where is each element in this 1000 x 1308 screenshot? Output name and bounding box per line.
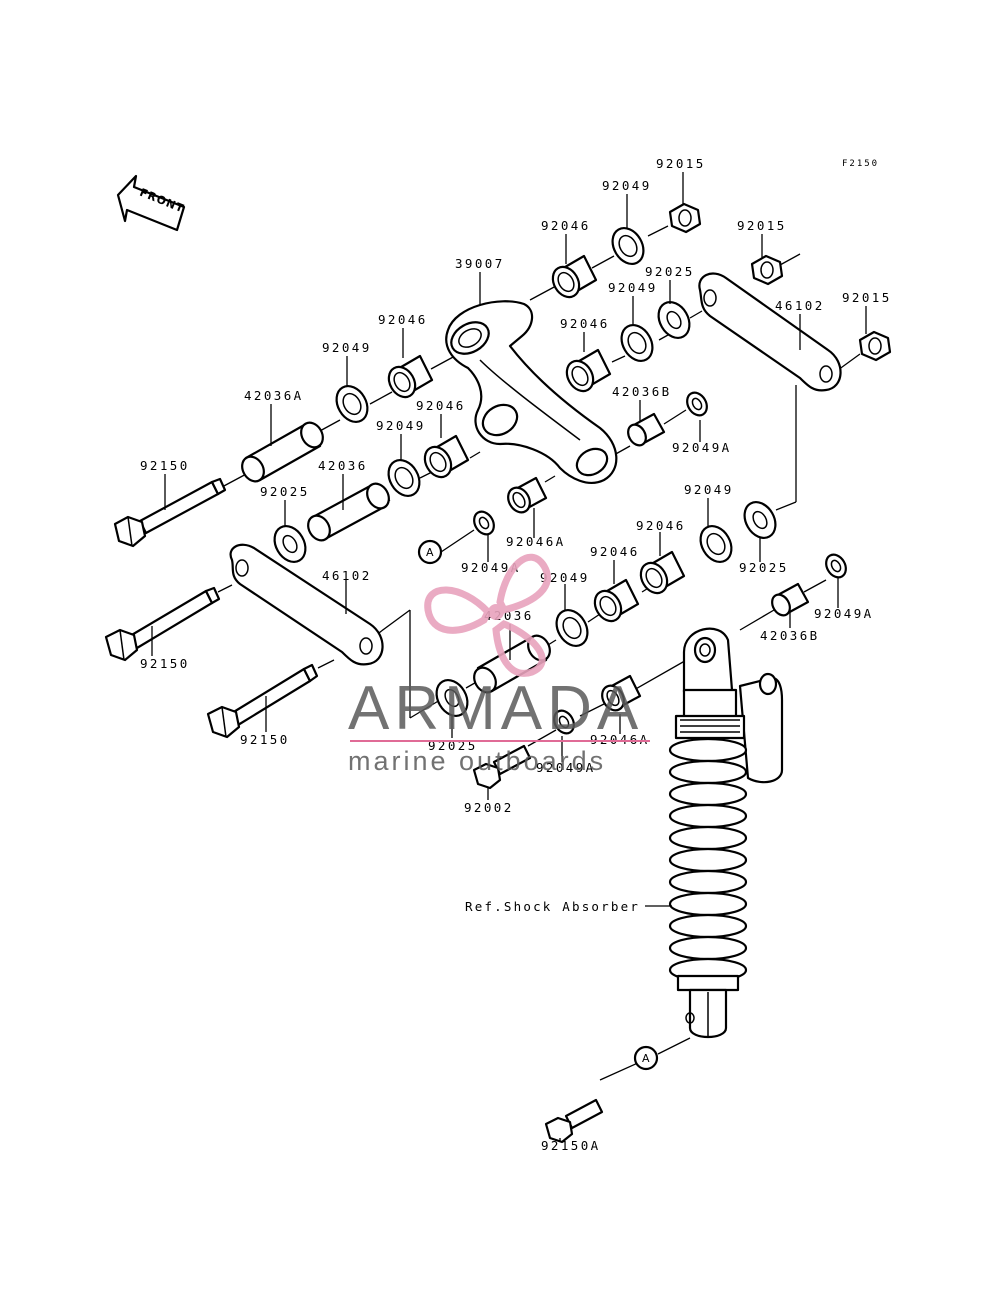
bearing-92046A-set (507, 476, 642, 712)
label-92049-left: 92049 (322, 340, 372, 355)
label-92049-lower: 92049 (540, 570, 590, 585)
label-92049-top: 92049 (602, 178, 652, 193)
propeller-logo-icon (424, 553, 551, 677)
label-92046A-upper: 92046A (506, 534, 566, 549)
label-92015-top: 92015 (656, 156, 706, 171)
label-92015-right: 92015 (842, 290, 892, 305)
label-42036A: 42036A (244, 388, 304, 403)
label-92049A-mid: 92049A (461, 560, 521, 575)
label-92049-upper: 92049 (608, 280, 658, 295)
watermark-tagline: marine outboards (348, 746, 606, 776)
label-92046A-lower: 92046A (590, 732, 650, 747)
label-92025-left: 92025 (260, 484, 310, 499)
label-92002: 92002 (464, 800, 514, 815)
label-92025-top: 92025 (645, 264, 695, 279)
callout-a-upper: A (417, 539, 443, 565)
watermark-brand: ARMADA (348, 674, 643, 743)
svg-text:A: A (426, 546, 434, 559)
washer-92025-set (273, 301, 777, 717)
diagram-code: F2150 (842, 159, 879, 169)
label-46102-lower: 46102 (322, 568, 372, 583)
part-labels: 92015 92049 92046 92015 39007 92025 9204… (140, 156, 892, 1153)
bolt-92150-lower (206, 663, 319, 739)
callout-a-lower: A (633, 1045, 659, 1071)
label-92046-right: 92046 (636, 518, 686, 533)
bearing-92046-set (387, 254, 686, 623)
label-92046-mid: 92046 (416, 398, 466, 413)
tie-rod-46102-upper (698, 272, 842, 392)
label-92049A-upper: 92049A (672, 440, 732, 455)
label-92015-mid: 92015 (737, 218, 787, 233)
label-92046-left: 92046 (378, 312, 428, 327)
collar-42036B-set (627, 412, 810, 617)
seal-92049-set (335, 227, 733, 647)
label-92046-center: 92046 (560, 316, 610, 331)
label-42036B-lower: 42036B (760, 628, 820, 643)
armada-watermark: ARMADA marine outboards (348, 553, 650, 776)
label-46102-upper: 46102 (775, 298, 825, 313)
label-ref-shock-absorber: Ref.Shock Absorber (465, 899, 640, 914)
label-92150A: 92150A (541, 1138, 601, 1153)
label-92049A-lower: 92049A (536, 760, 596, 775)
label-92046-top: 92046 (541, 218, 591, 233)
rocker-arm-39007 (445, 300, 618, 485)
label-42036-upper: 42036 (318, 458, 368, 473)
label-92049A-right: 92049A (814, 606, 874, 621)
label-92049-right: 92049 (684, 482, 734, 497)
svg-text:A: A (642, 1052, 650, 1065)
label-92049-mid: 92049 (376, 418, 426, 433)
sleeve-42036-upper (307, 482, 390, 542)
sleeve-42036A (241, 421, 324, 483)
front-arrow-icon: FRONT (116, 174, 186, 232)
label-92150-middle: 92150 (140, 656, 190, 671)
bolt-92150-middle (104, 586, 221, 662)
bolt-92150-upper (113, 477, 227, 548)
label-92150-lower: 92150 (240, 732, 290, 747)
label-92025-right: 92025 (739, 560, 789, 575)
tie-rod-46102-lower (229, 543, 384, 666)
label-92150-upper: 92150 (140, 458, 190, 473)
nut-92015-set (668, 202, 892, 362)
label-leaders (151, 172, 867, 1142)
bolt-92002 (472, 744, 532, 790)
label-92046-lower: 92046 (590, 544, 640, 559)
seal-92049A-set (473, 391, 847, 735)
bolt-92150A (544, 1098, 604, 1144)
shock-absorber (668, 627, 784, 1039)
label-42036B-upper: 42036B (612, 384, 672, 399)
label-39007: 39007 (455, 256, 505, 271)
coil-spring (668, 737, 748, 983)
